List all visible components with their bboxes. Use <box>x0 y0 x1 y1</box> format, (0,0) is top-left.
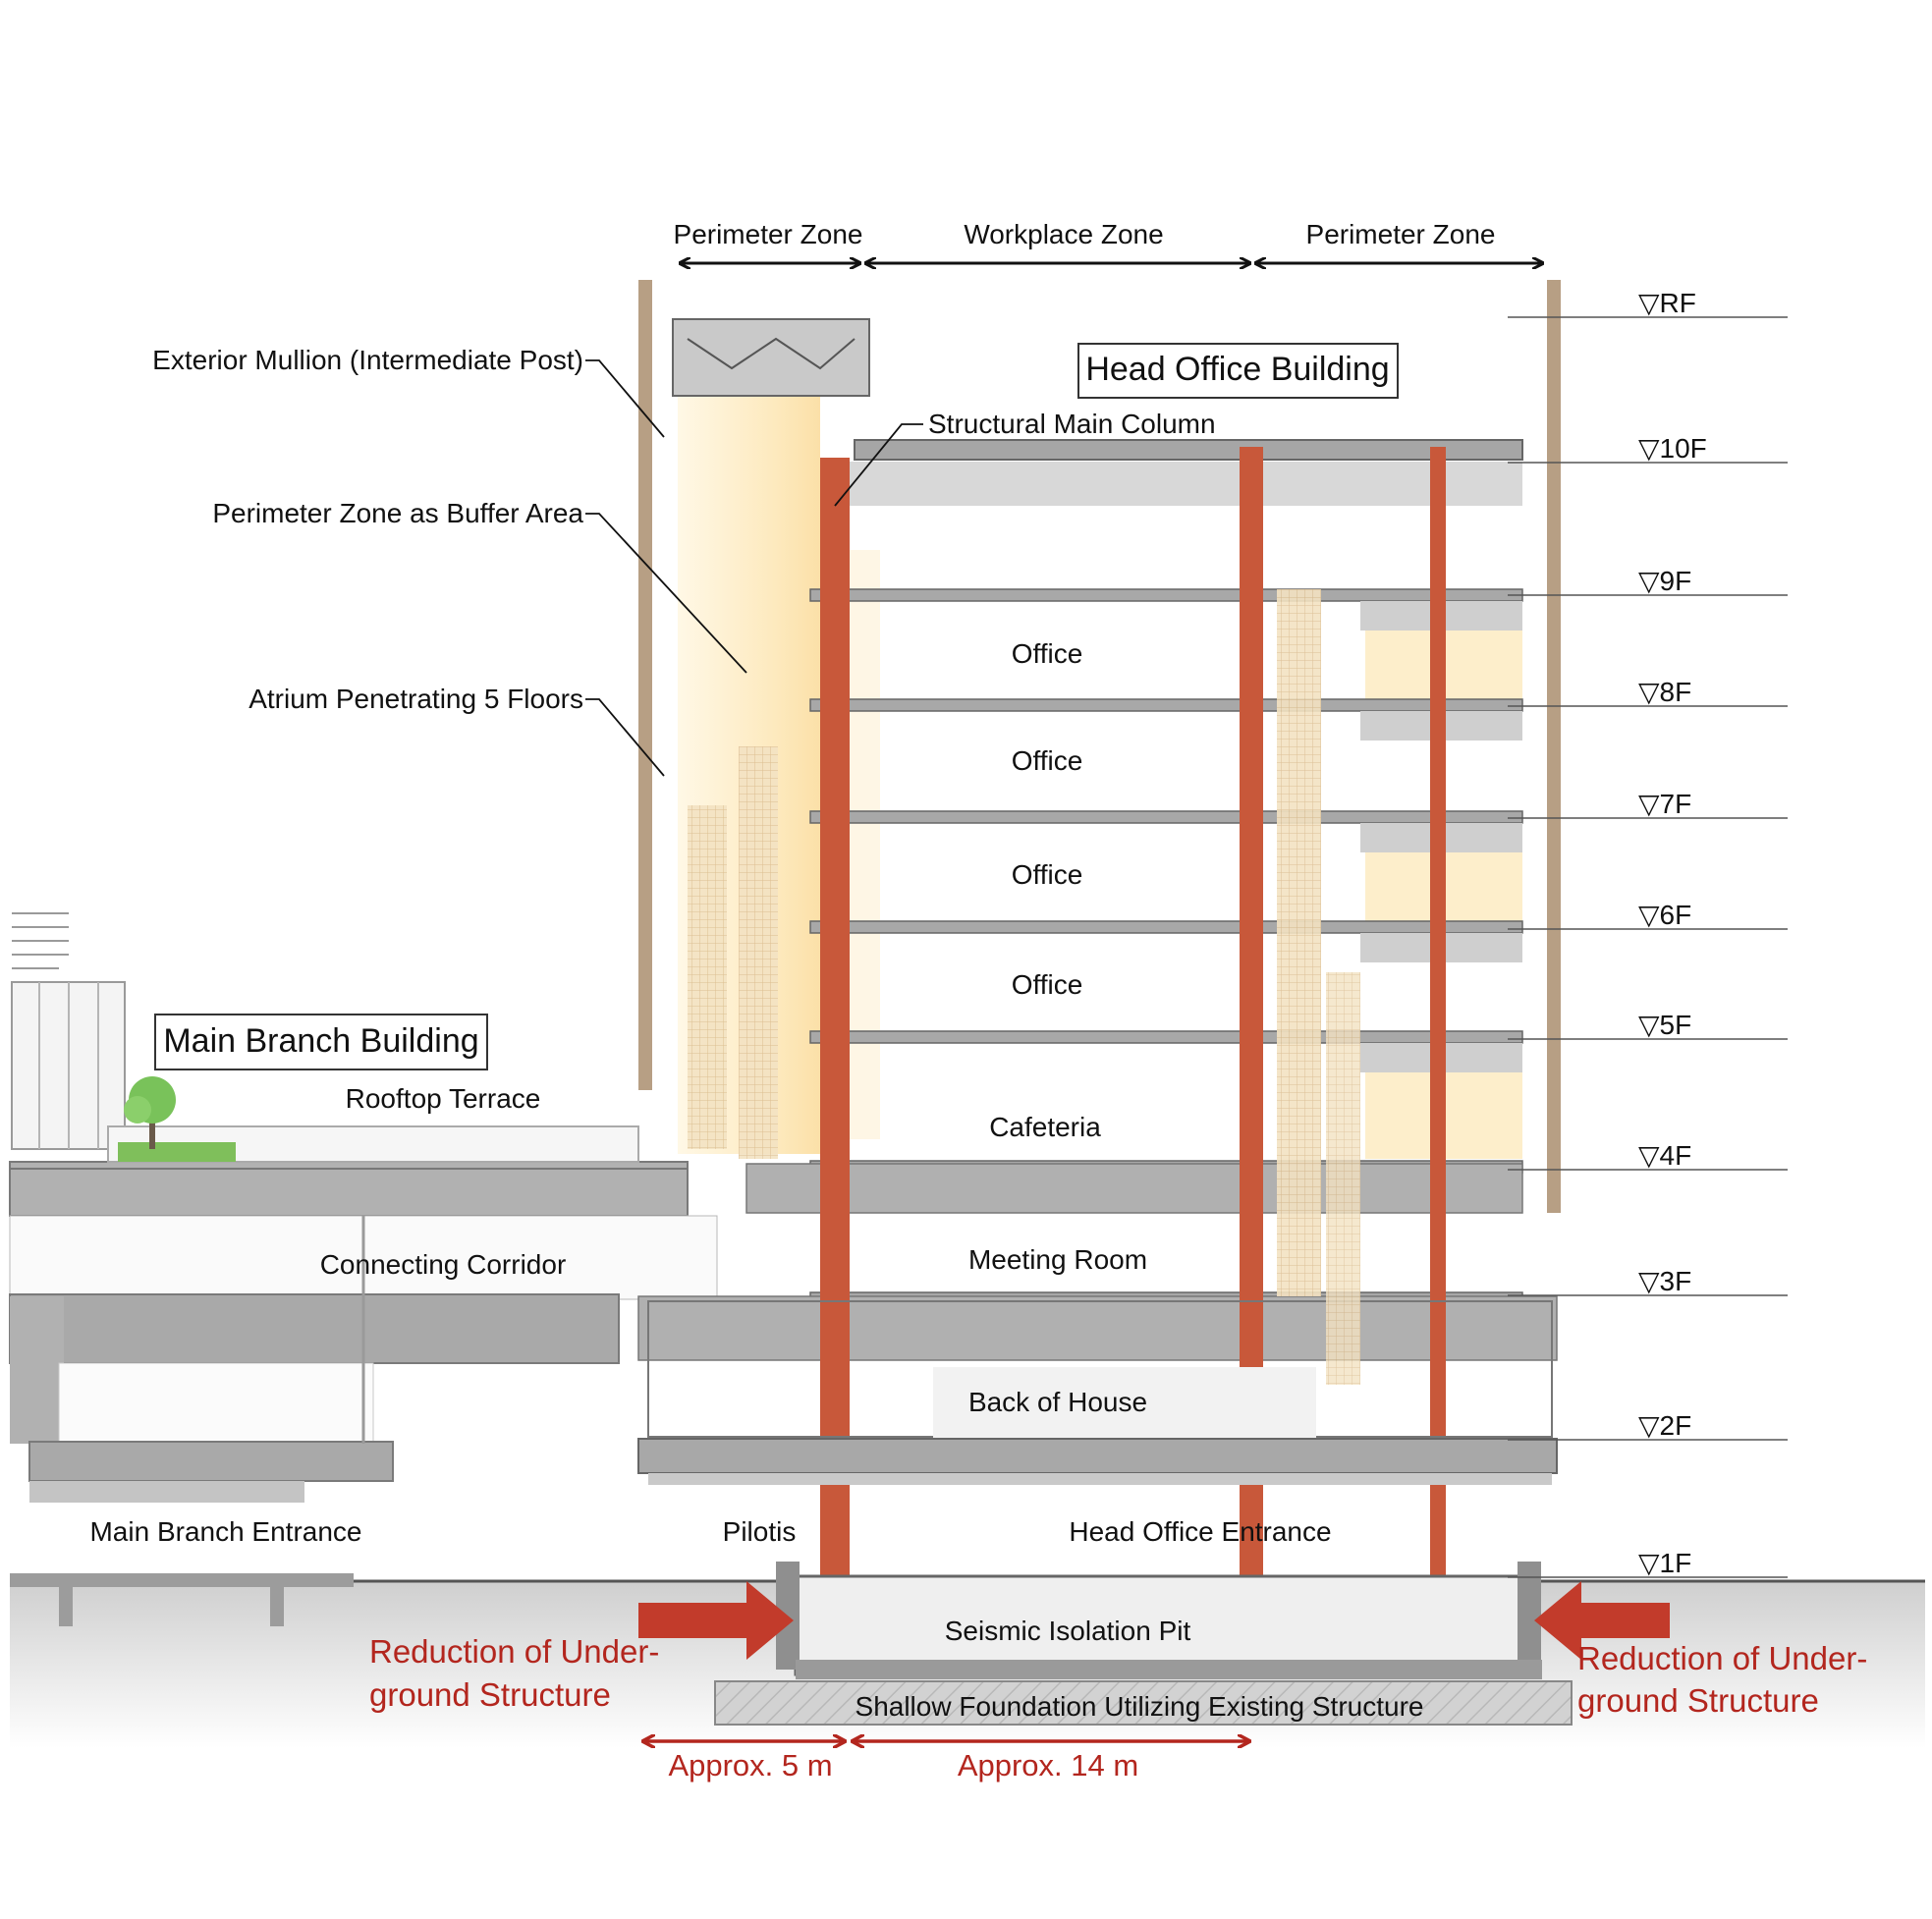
main-branch-title-box <box>154 1014 488 1070</box>
room-main-branch-entrance: Main Branch Entrance <box>89 1516 361 1547</box>
transfer-slab <box>637 1295 1558 1361</box>
head-office-podium <box>637 589 1573 1726</box>
room-back-of-house: Back of House <box>968 1387 1147 1417</box>
reduction-right-line1: Reduction of Under- <box>1577 1640 1867 1676</box>
callout-perimeter-buffer: Perimeter Zone as Buffer Area <box>212 498 583 528</box>
room-connecting-corridor: Connecting Corridor <box>320 1249 567 1280</box>
dimension-5m: Approx. 5 m <box>668 1748 832 1782</box>
level-label: ▽1F <box>1638 1548 1691 1578</box>
reduction-right-line2: ground Structure <box>1577 1682 1819 1719</box>
level-label: ▽10F <box>1638 433 1707 464</box>
dimension-14m: Approx. 14 m <box>958 1748 1138 1782</box>
callout-structural-column: Structural Main Column <box>928 409 1216 439</box>
zone-label-workplace: Workplace Zone <box>964 219 1163 249</box>
zone-label-perimeter-left: Perimeter Zone <box>674 219 863 249</box>
room-pilotis: Pilotis <box>723 1516 797 1547</box>
room-cafeteria: Cafeteria <box>989 1112 1101 1142</box>
level-label: ▽2F <box>1638 1410 1691 1441</box>
level-markers: ▽RF ▽10F ▽9F ▽8F ▽7F ▽6F ▽5F ▽4F ▽3F ▽2F ▽1F <box>1508 288 1788 1578</box>
reduction-left-line2: ground Structure <box>369 1676 611 1713</box>
level-label: ▽8F <box>1638 677 1691 707</box>
callout-atrium: Atrium Penetrating 5 Floors <box>248 684 583 714</box>
main-branch-title: Main Branch Building <box>163 1022 478 1060</box>
floor-slab <box>809 1030 1523 1044</box>
room-office-7f: Office <box>1012 745 1083 776</box>
level-label: ▽6F <box>1638 900 1691 930</box>
room-meeting: Meeting Room <box>968 1244 1147 1275</box>
transfer-slab <box>745 1163 1523 1214</box>
reduction-left-line1: Reduction of Under- <box>369 1633 659 1670</box>
room-office-8f: Office <box>1012 638 1083 669</box>
level-label: ▽4F <box>1638 1140 1691 1171</box>
level-label: ▽3F <box>1638 1266 1691 1296</box>
callout-leaders <box>585 359 923 777</box>
reduction-arrows <box>638 1581 1670 1660</box>
level-label: ▽RF <box>1638 288 1696 318</box>
level-label: ▽5F <box>1638 1010 1691 1040</box>
room-rooftop-terrace: Rooftop Terrace <box>346 1083 541 1114</box>
floor-slab <box>809 588 1523 602</box>
floor-slab <box>809 698 1523 712</box>
room-office-6f: Office <box>1012 859 1083 890</box>
main-branch-structure <box>9 912 718 1626</box>
level-label: ▽7F <box>1638 789 1691 819</box>
room-office-5f: Office <box>1012 969 1083 1000</box>
room-head-office-entrance: Head Office Entrance <box>1069 1516 1331 1547</box>
head-office-title: Head Office Building <box>1085 351 1389 388</box>
room-shallow-foundation: Shallow Foundation Utilizing Existing St… <box>856 1691 1424 1722</box>
callout-exterior-mullion: Exterior Mullion (Intermediate Post) <box>152 345 583 375</box>
level-label: ▽9F <box>1638 566 1691 596</box>
zone-label-perimeter-right: Perimeter Zone <box>1306 219 1496 249</box>
floor-slab <box>809 920 1523 934</box>
head-office-title-box <box>1077 343 1399 399</box>
room-seismic-pit: Seismic Isolation Pit <box>945 1616 1191 1646</box>
floor-slab <box>809 810 1523 824</box>
